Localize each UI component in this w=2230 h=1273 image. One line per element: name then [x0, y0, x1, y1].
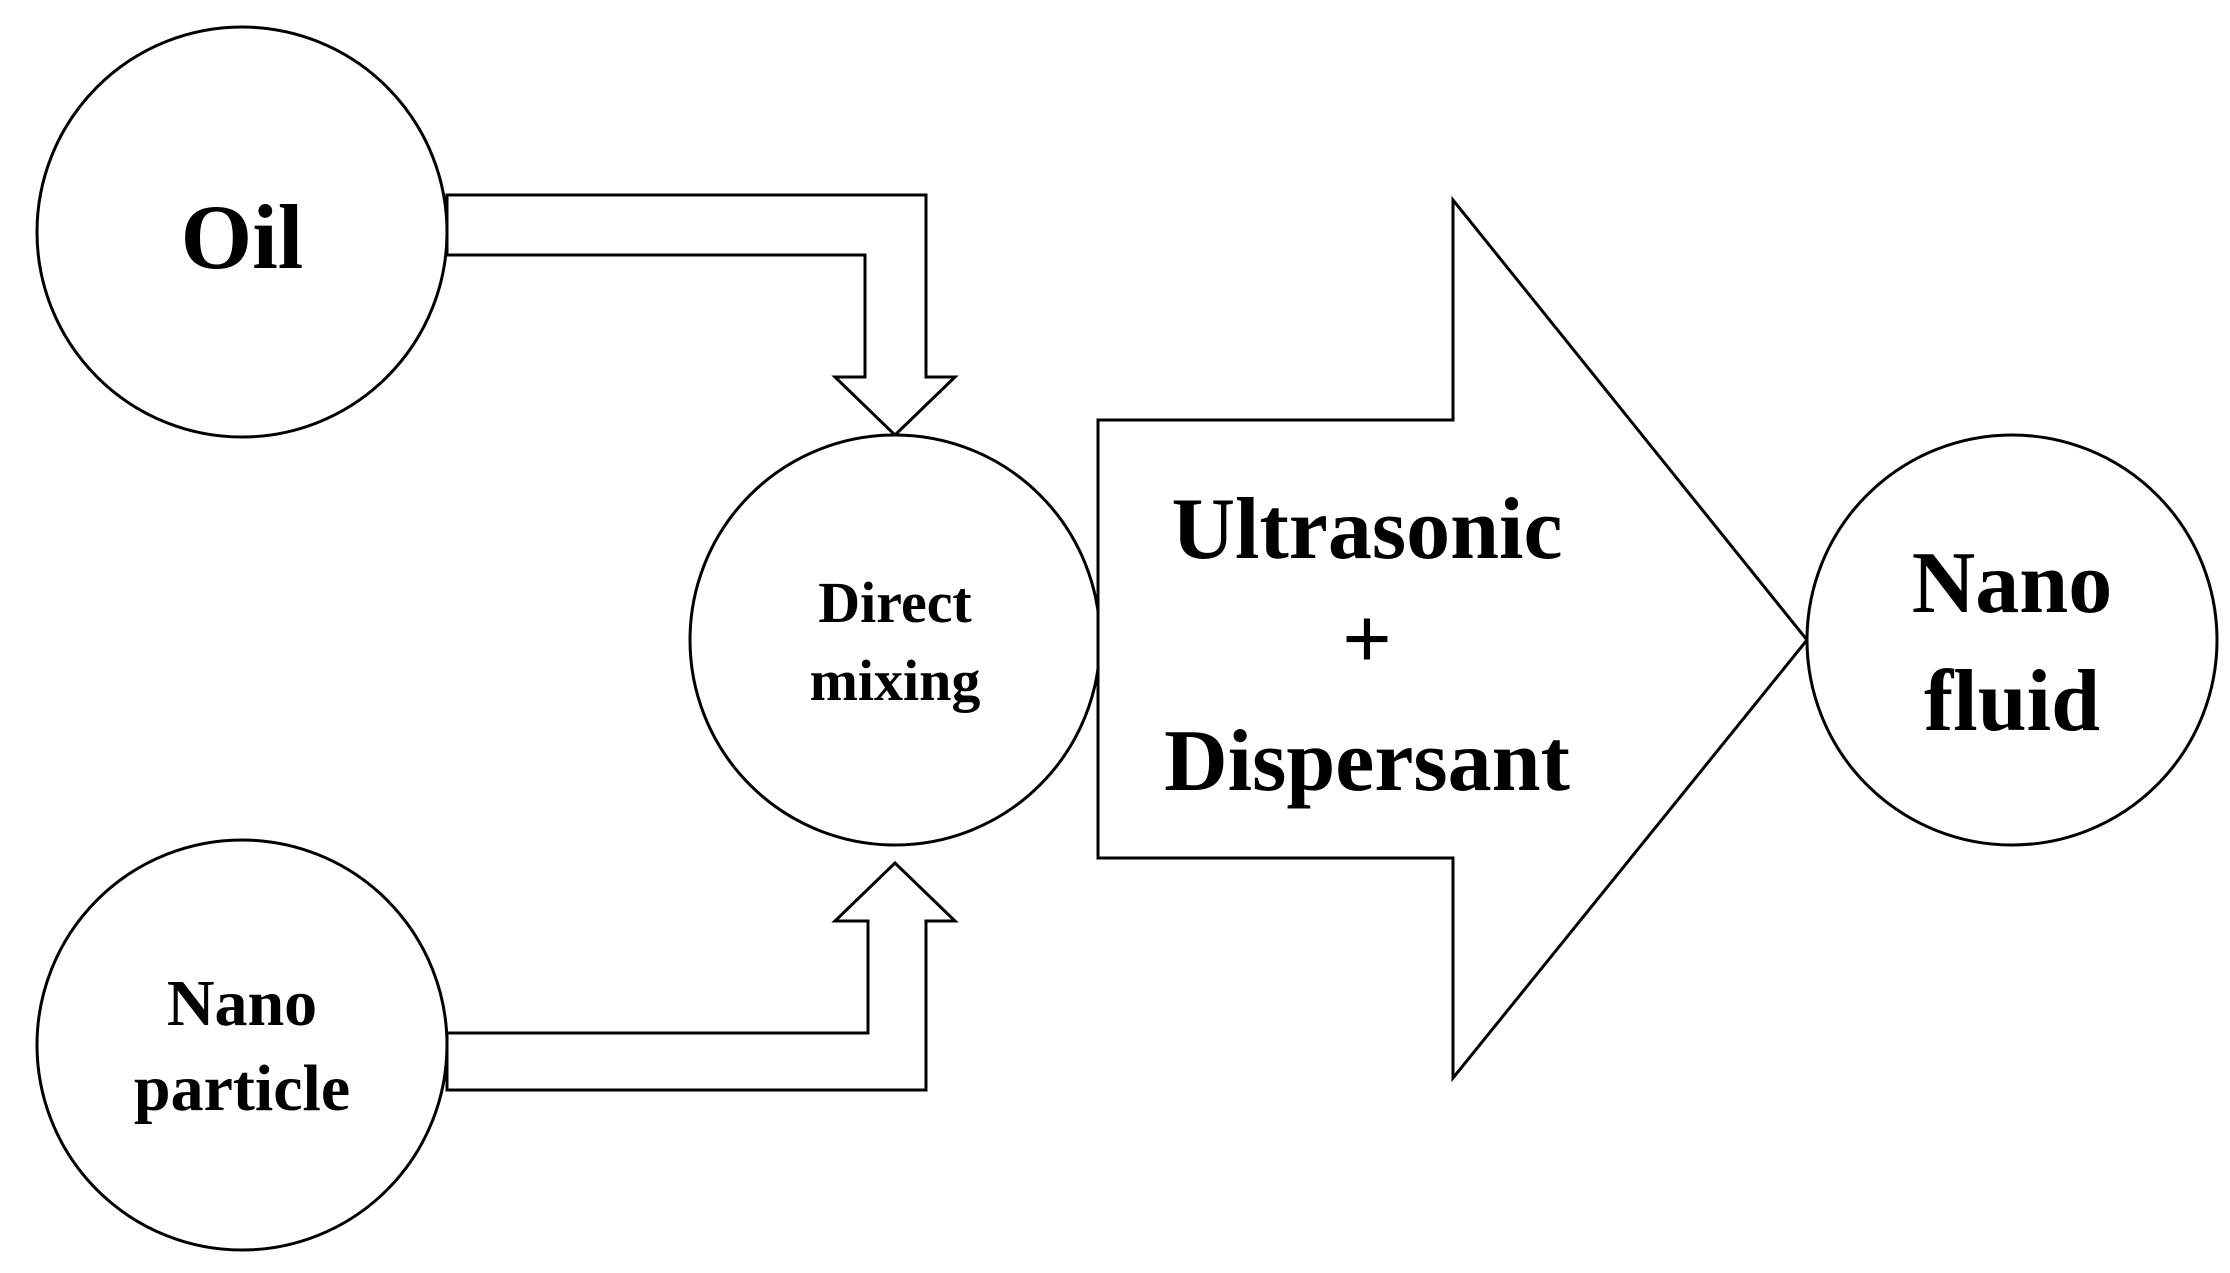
nanofluid-label-line1: Nano [1912, 535, 2113, 632]
process-label-ultrasonic: Ultrasonic [1171, 481, 1562, 578]
nanofluid-label-line2: fluid [1924, 653, 2100, 750]
nanofluid-node: Nano fluid [1805, 433, 2219, 847]
oil-node: Oil [35, 25, 449, 439]
nanoparticle-label-line1: Nano [167, 967, 317, 1040]
nanoparticle-to-mixing-arrow [445, 860, 959, 1092]
direct-mixing-label-line2: mixing [810, 648, 981, 713]
direct-mixing-node: Direct mixing [688, 433, 1102, 847]
oil-to-mixing-arrow [445, 193, 959, 438]
process-label-plus: + [1342, 591, 1392, 688]
process-label-dispersant: Dispersant [1164, 713, 1570, 810]
oil-label: Oil [181, 186, 304, 288]
process-arrow: Ultrasonic + Dispersant [1096, 195, 1809, 1083]
direct-mixing-label-line1: Direct [818, 570, 972, 635]
process-arrow-shape [1096, 195, 1809, 1083]
nanoparticle-label-line2: particle [134, 1052, 350, 1125]
nanoparticle-node: Nano particle [35, 838, 449, 1252]
